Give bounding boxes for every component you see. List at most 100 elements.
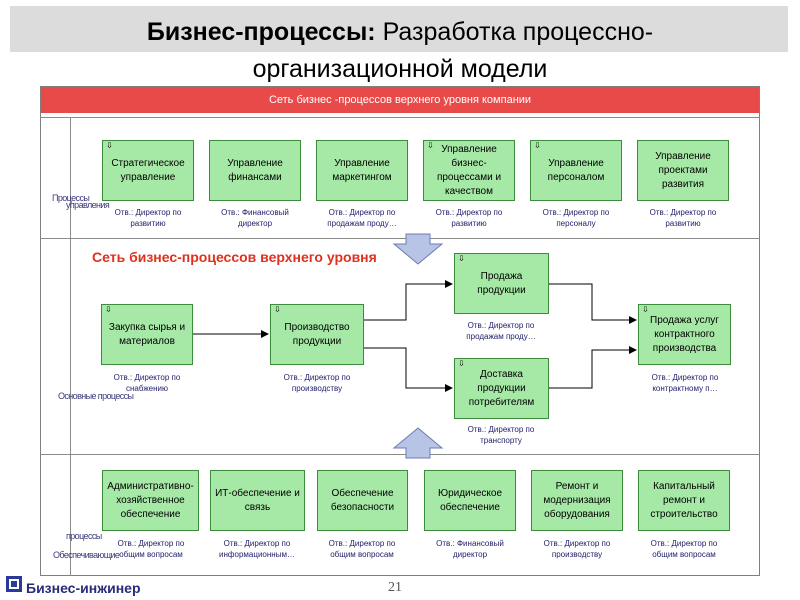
owner-line-1: Отв.: Директор по bbox=[283, 373, 351, 382]
arrow-sales-to-contract bbox=[549, 283, 637, 324]
big-arrow-down bbox=[392, 233, 444, 265]
process-label: ИТ-обеспечение и связь bbox=[215, 487, 300, 513]
lane-label-main: Основные процессы bbox=[58, 391, 134, 401]
process-box-admin[interactable]: Административно-хозяйственное обеспечени… bbox=[102, 470, 199, 531]
owner-line-2: продажам проду… bbox=[466, 332, 536, 341]
process-label: Доставка продукции потребителям bbox=[468, 368, 535, 408]
owner-line-1: Отв.: Директор по bbox=[543, 539, 611, 548]
process-label: Продажа услуг контрактного производства bbox=[650, 314, 719, 354]
owner-line-1: Отв.: Финансовый bbox=[221, 208, 289, 217]
owner-line-2: директор bbox=[452, 550, 488, 559]
process-label: Управление маркетингом bbox=[332, 157, 392, 183]
flag-icon: ⇩ bbox=[534, 141, 541, 150]
owner-line-2: развитию bbox=[130, 219, 166, 228]
owner-caption-delivery: Отв.: Директор по транспорту bbox=[446, 424, 556, 446]
process-label: Обеспечение безопасности bbox=[330, 487, 395, 513]
process-label: Производство продукции bbox=[284, 321, 350, 347]
owner-line-2: развитию bbox=[665, 219, 701, 228]
process-label: Продажа продукции bbox=[477, 270, 526, 296]
owner-caption-repair: Отв.: Директор по производству bbox=[522, 538, 632, 560]
process-box-marketing[interactable]: Управление маркетингом bbox=[316, 140, 408, 201]
flag-icon: ⇩ bbox=[642, 305, 649, 314]
owner-line-2: развитию bbox=[451, 219, 487, 228]
arrow-production-to-sales bbox=[364, 280, 453, 321]
flag-icon: ⇩ bbox=[105, 305, 112, 314]
owner-line-1: Отв.: Директор по bbox=[467, 425, 535, 434]
arrow-delivery-to-contract bbox=[549, 346, 637, 389]
owner-line-1: Отв.: Директор по bbox=[651, 373, 719, 382]
process-label: Юридическое обеспечение bbox=[437, 487, 503, 513]
lane-label-management-2: управления bbox=[66, 200, 110, 210]
process-box-production[interactable]: ⇩Производство продукции bbox=[270, 304, 364, 365]
lane-label-support-1: процессы bbox=[66, 531, 102, 541]
lane-label-column bbox=[70, 117, 71, 576]
process-label: Ремонт и модернизация оборудования bbox=[543, 480, 611, 520]
owner-line-1: Отв.: Директор по bbox=[542, 208, 610, 217]
lane-divider-bottom bbox=[40, 454, 760, 455]
process-box-quality[interactable]: ⇩Управление бизнес-процессами и качество… bbox=[423, 140, 515, 201]
process-box-projects[interactable]: Управление проектами развития bbox=[637, 140, 729, 201]
flag-icon: ⇩ bbox=[458, 254, 465, 263]
owner-line-2: снабжению bbox=[125, 384, 169, 393]
big-arrow-up bbox=[392, 427, 444, 459]
owner-line-1: Отв.: Директор по bbox=[328, 539, 396, 548]
owner-line-2: продажам проду… bbox=[327, 219, 397, 228]
process-box-purchase[interactable]: ⇩ Закупка сырья и материалов bbox=[101, 304, 193, 365]
owner-line-1: Отв.: Директор по bbox=[650, 539, 718, 548]
process-box-delivery[interactable]: ⇩Доставка продукции потребителям bbox=[454, 358, 549, 419]
owner-line-1: Отв.: Директор по bbox=[435, 208, 503, 217]
process-box-it[interactable]: ИТ-обеспечение и связь bbox=[210, 470, 305, 531]
process-box-sales[interactable]: ⇩ Продажа продукции bbox=[454, 253, 549, 314]
process-label: Административно-хозяйственное обеспечени… bbox=[107, 480, 194, 520]
owner-line-2: общим вопросам bbox=[119, 550, 183, 559]
process-box-construction[interactable]: Капитальный ремонт и строительство bbox=[638, 470, 730, 531]
process-label: Управление финансами bbox=[227, 157, 283, 183]
owner-line-2: общим вопросам bbox=[330, 550, 394, 559]
company-name: Бизнес-инжинер bbox=[26, 580, 141, 596]
lane-label-management-1: Процессы bbox=[52, 193, 90, 203]
owner-caption-admin: Отв.: Директор по общим вопросам bbox=[96, 538, 206, 560]
process-box-contract[interactable]: ⇩Продажа услуг контрактного производства bbox=[638, 304, 731, 365]
process-label: Закупка сырья и материалов bbox=[108, 321, 186, 347]
page-title-line-2: организационной модели bbox=[252, 55, 548, 83]
lane-label-support-2: Обеспечивающие bbox=[53, 550, 120, 560]
process-box-repair[interactable]: Ремонт и модернизация оборудования bbox=[531, 470, 623, 531]
owner-line-2: директор bbox=[237, 219, 273, 228]
page-title-line-1: Бизнес-процессы: Разработка процессно- bbox=[0, 17, 800, 47]
network-header-bar: Сеть бизнес -процессов верхнего уровня к… bbox=[41, 87, 759, 113]
owner-line-1: Отв.: Директор по bbox=[328, 208, 396, 217]
owner-line-1: Отв.: Директор по bbox=[223, 539, 291, 548]
flag-icon: ⇩ bbox=[274, 305, 281, 314]
owner-line-1: Отв.: Директор по bbox=[117, 539, 185, 548]
owner-line-2: производству bbox=[551, 550, 603, 559]
process-label: Управление персоналом bbox=[547, 157, 605, 183]
owner-caption-legal: Отв.: Финансовый директор bbox=[415, 538, 525, 560]
owner-caption-security: Отв.: Директор по общим вопросам bbox=[307, 538, 417, 560]
owner-caption-quality: Отв.: Директор по развитию bbox=[414, 207, 524, 229]
owner-line-2: транспорту bbox=[480, 436, 522, 445]
owner-line-1: Отв.: Директор по bbox=[649, 208, 717, 217]
title-bold: Бизнес-процессы: bbox=[146, 18, 376, 46]
owner-line-2: информационным… bbox=[219, 550, 295, 559]
process-box-legal[interactable]: Юридическое обеспечение bbox=[424, 470, 516, 531]
owner-caption-projects: Отв.: Директор по развитию bbox=[628, 207, 738, 229]
process-label: Управление бизнес-процессами и качеством bbox=[436, 143, 502, 197]
process-box-personnel[interactable]: ⇩ Управление персоналом bbox=[530, 140, 622, 201]
process-box-security[interactable]: Обеспечение безопасности bbox=[317, 470, 408, 531]
page-number: 21 bbox=[388, 580, 402, 595]
flag-icon: ⇩ bbox=[106, 141, 113, 150]
process-box-finance[interactable]: Управление финансами bbox=[209, 140, 301, 201]
process-box-strategic[interactable]: ⇩Стратегическое управление bbox=[102, 140, 194, 201]
flag-icon: ⇩ bbox=[458, 359, 465, 368]
lane-divider-middle bbox=[40, 238, 760, 239]
owner-line-1: Отв.: Финансовый bbox=[436, 539, 504, 548]
lane-divider-top bbox=[40, 117, 760, 118]
owner-caption-it: Отв.: Директор по информационным… bbox=[202, 538, 312, 560]
company-logo-icon bbox=[6, 576, 22, 592]
